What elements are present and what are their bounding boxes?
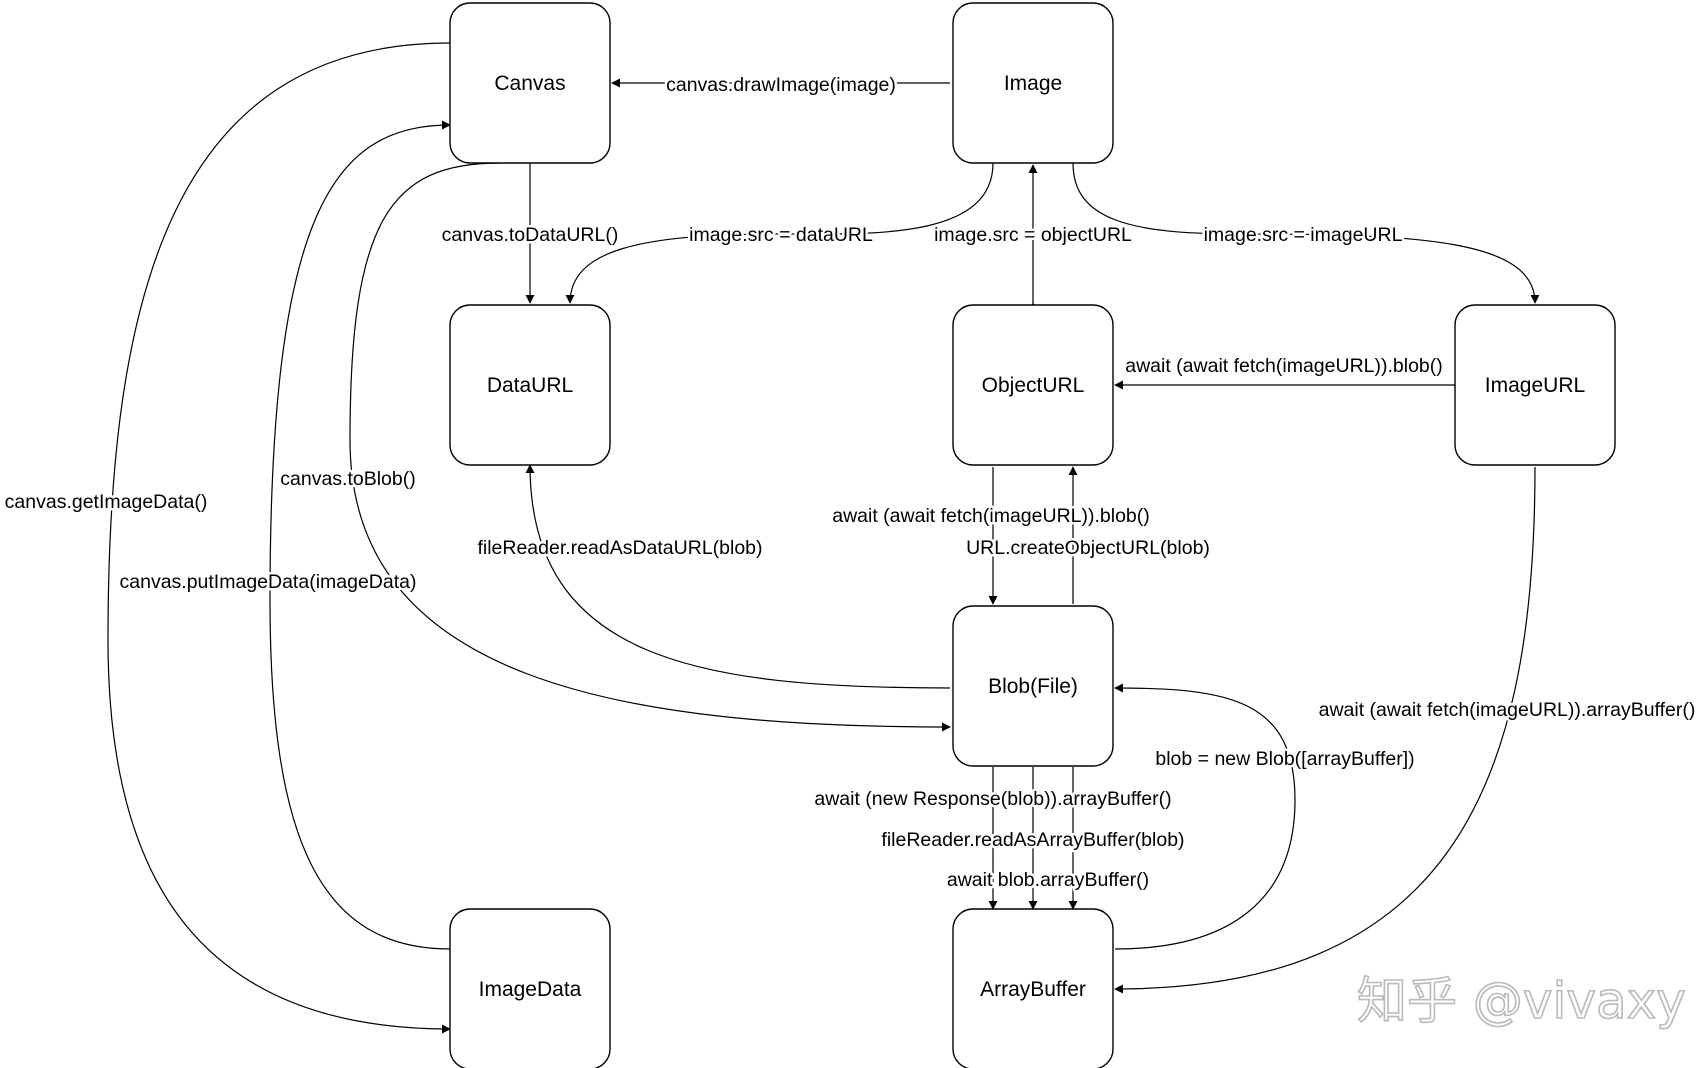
label-new-blob: blob = new Blob([arrayBuffer]) xyxy=(1155,748,1414,770)
node-imagedata-label: ImageData xyxy=(479,978,582,1001)
edge-fetch-array-buffer xyxy=(1114,466,1536,994)
node-imagedata: ImageData xyxy=(449,908,611,1068)
node-canvas: Canvas xyxy=(449,2,611,164)
node-arraybuffer: ArrayBuffer xyxy=(952,908,1114,1068)
label-fetch-array-buffer: await (await fetch(imageURL)).arrayBuffe… xyxy=(1319,699,1696,721)
node-image-label: Image xyxy=(1004,72,1062,95)
label-src-image-url: image.src = imageURL xyxy=(1204,224,1403,246)
node-arraybuffer-label: ArrayBuffer xyxy=(980,978,1086,1001)
label-src-data-url: image.src = dataURL xyxy=(689,224,873,246)
watermark-text: 知乎 @vivaxy xyxy=(1357,972,1686,1030)
edge-src-data-url xyxy=(565,162,994,304)
edge-new-blob xyxy=(1114,683,1296,950)
label-get-image-data: canvas.getImageData() xyxy=(5,491,208,513)
watermark: 知乎 @vivaxy xyxy=(1356,971,1686,1031)
node-objecturl-label: ObjectURL xyxy=(982,374,1085,397)
node-imageurl-label: ImageURL xyxy=(1485,374,1585,397)
label-src-object-url: image.src = objectURL xyxy=(934,224,1132,246)
label-read-as-data-url: fileReader.readAsDataURL(blob) xyxy=(477,537,762,559)
edges xyxy=(107,42,1540,1034)
node-image: Image xyxy=(952,2,1114,164)
edge-read-as-data-url xyxy=(525,464,951,689)
label-create-object-url: URL.createObjectURL(blob) xyxy=(966,537,1210,559)
label-fetch-blob-top: await (await fetch(imageURL)).blob() xyxy=(1125,355,1443,377)
edge-src-image-url xyxy=(1072,162,1540,304)
label-to-data-url: canvas.toDataURL() xyxy=(442,224,619,246)
node-canvas-label: Canvas xyxy=(494,72,565,95)
node-blob-label: Blob(File) xyxy=(988,675,1078,698)
label-blob-array-buffer: await blob.arrayBuffer() xyxy=(947,869,1149,891)
nodes: Canvas Image DataURL ObjectURL ImageURL … xyxy=(449,2,1616,1068)
node-blob: Blob(File) xyxy=(952,605,1114,767)
edge-put-image-data xyxy=(269,120,451,950)
label-fetch-blob-mid: await (await fetch(imageURL)).blob() xyxy=(832,505,1150,527)
node-dataurl: DataURL xyxy=(449,304,611,466)
edge-get-image-data xyxy=(107,42,451,1034)
label-read-as-array-buffer: fileReader.readAsArrayBuffer(blob) xyxy=(881,829,1184,851)
edge-labels: canvas.drawImage(image) canvas.toDataURL… xyxy=(2,72,1698,894)
edge-to-blob xyxy=(349,162,951,732)
node-dataurl-label: DataURL xyxy=(487,374,573,397)
label-response-array-buffer: await (new Response(blob)).arrayBuffer() xyxy=(814,788,1171,810)
label-to-blob: canvas.toBlob() xyxy=(280,468,415,490)
label-put-image-data: canvas.putImageData(imageData) xyxy=(120,571,417,593)
node-objecturl: ObjectURL xyxy=(952,304,1114,466)
label-draw-image: canvas.drawImage(image) xyxy=(666,74,896,96)
node-imageurl: ImageURL xyxy=(1454,304,1616,466)
